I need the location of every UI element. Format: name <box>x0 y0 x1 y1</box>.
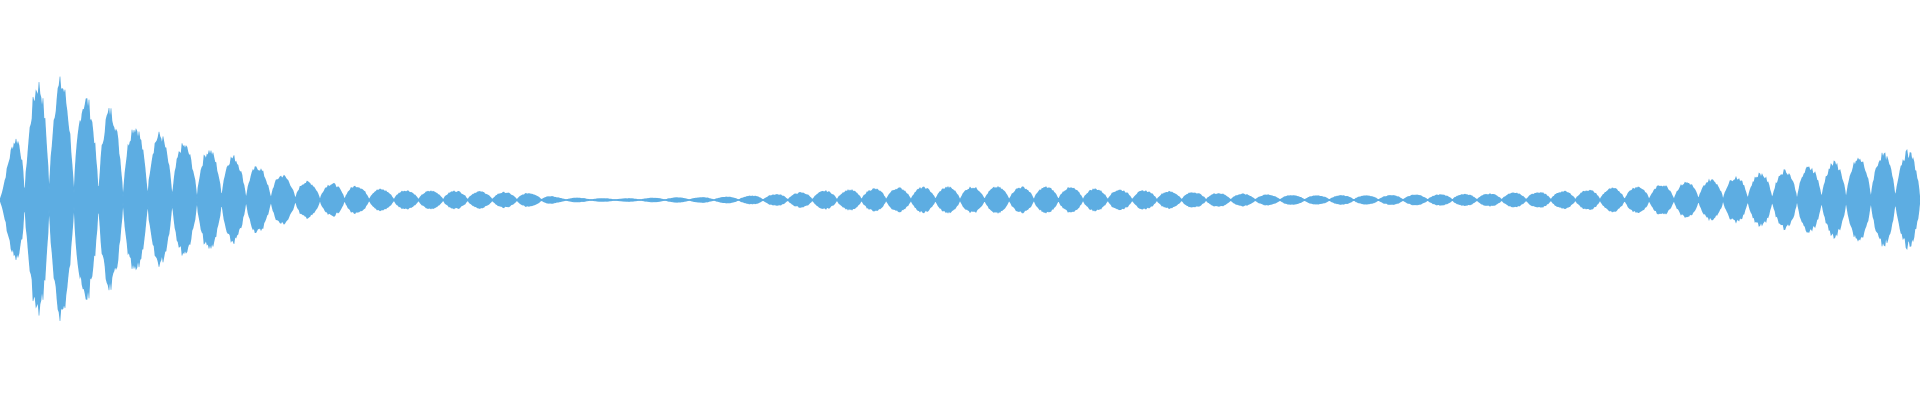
waveform-shape <box>0 76 1920 322</box>
